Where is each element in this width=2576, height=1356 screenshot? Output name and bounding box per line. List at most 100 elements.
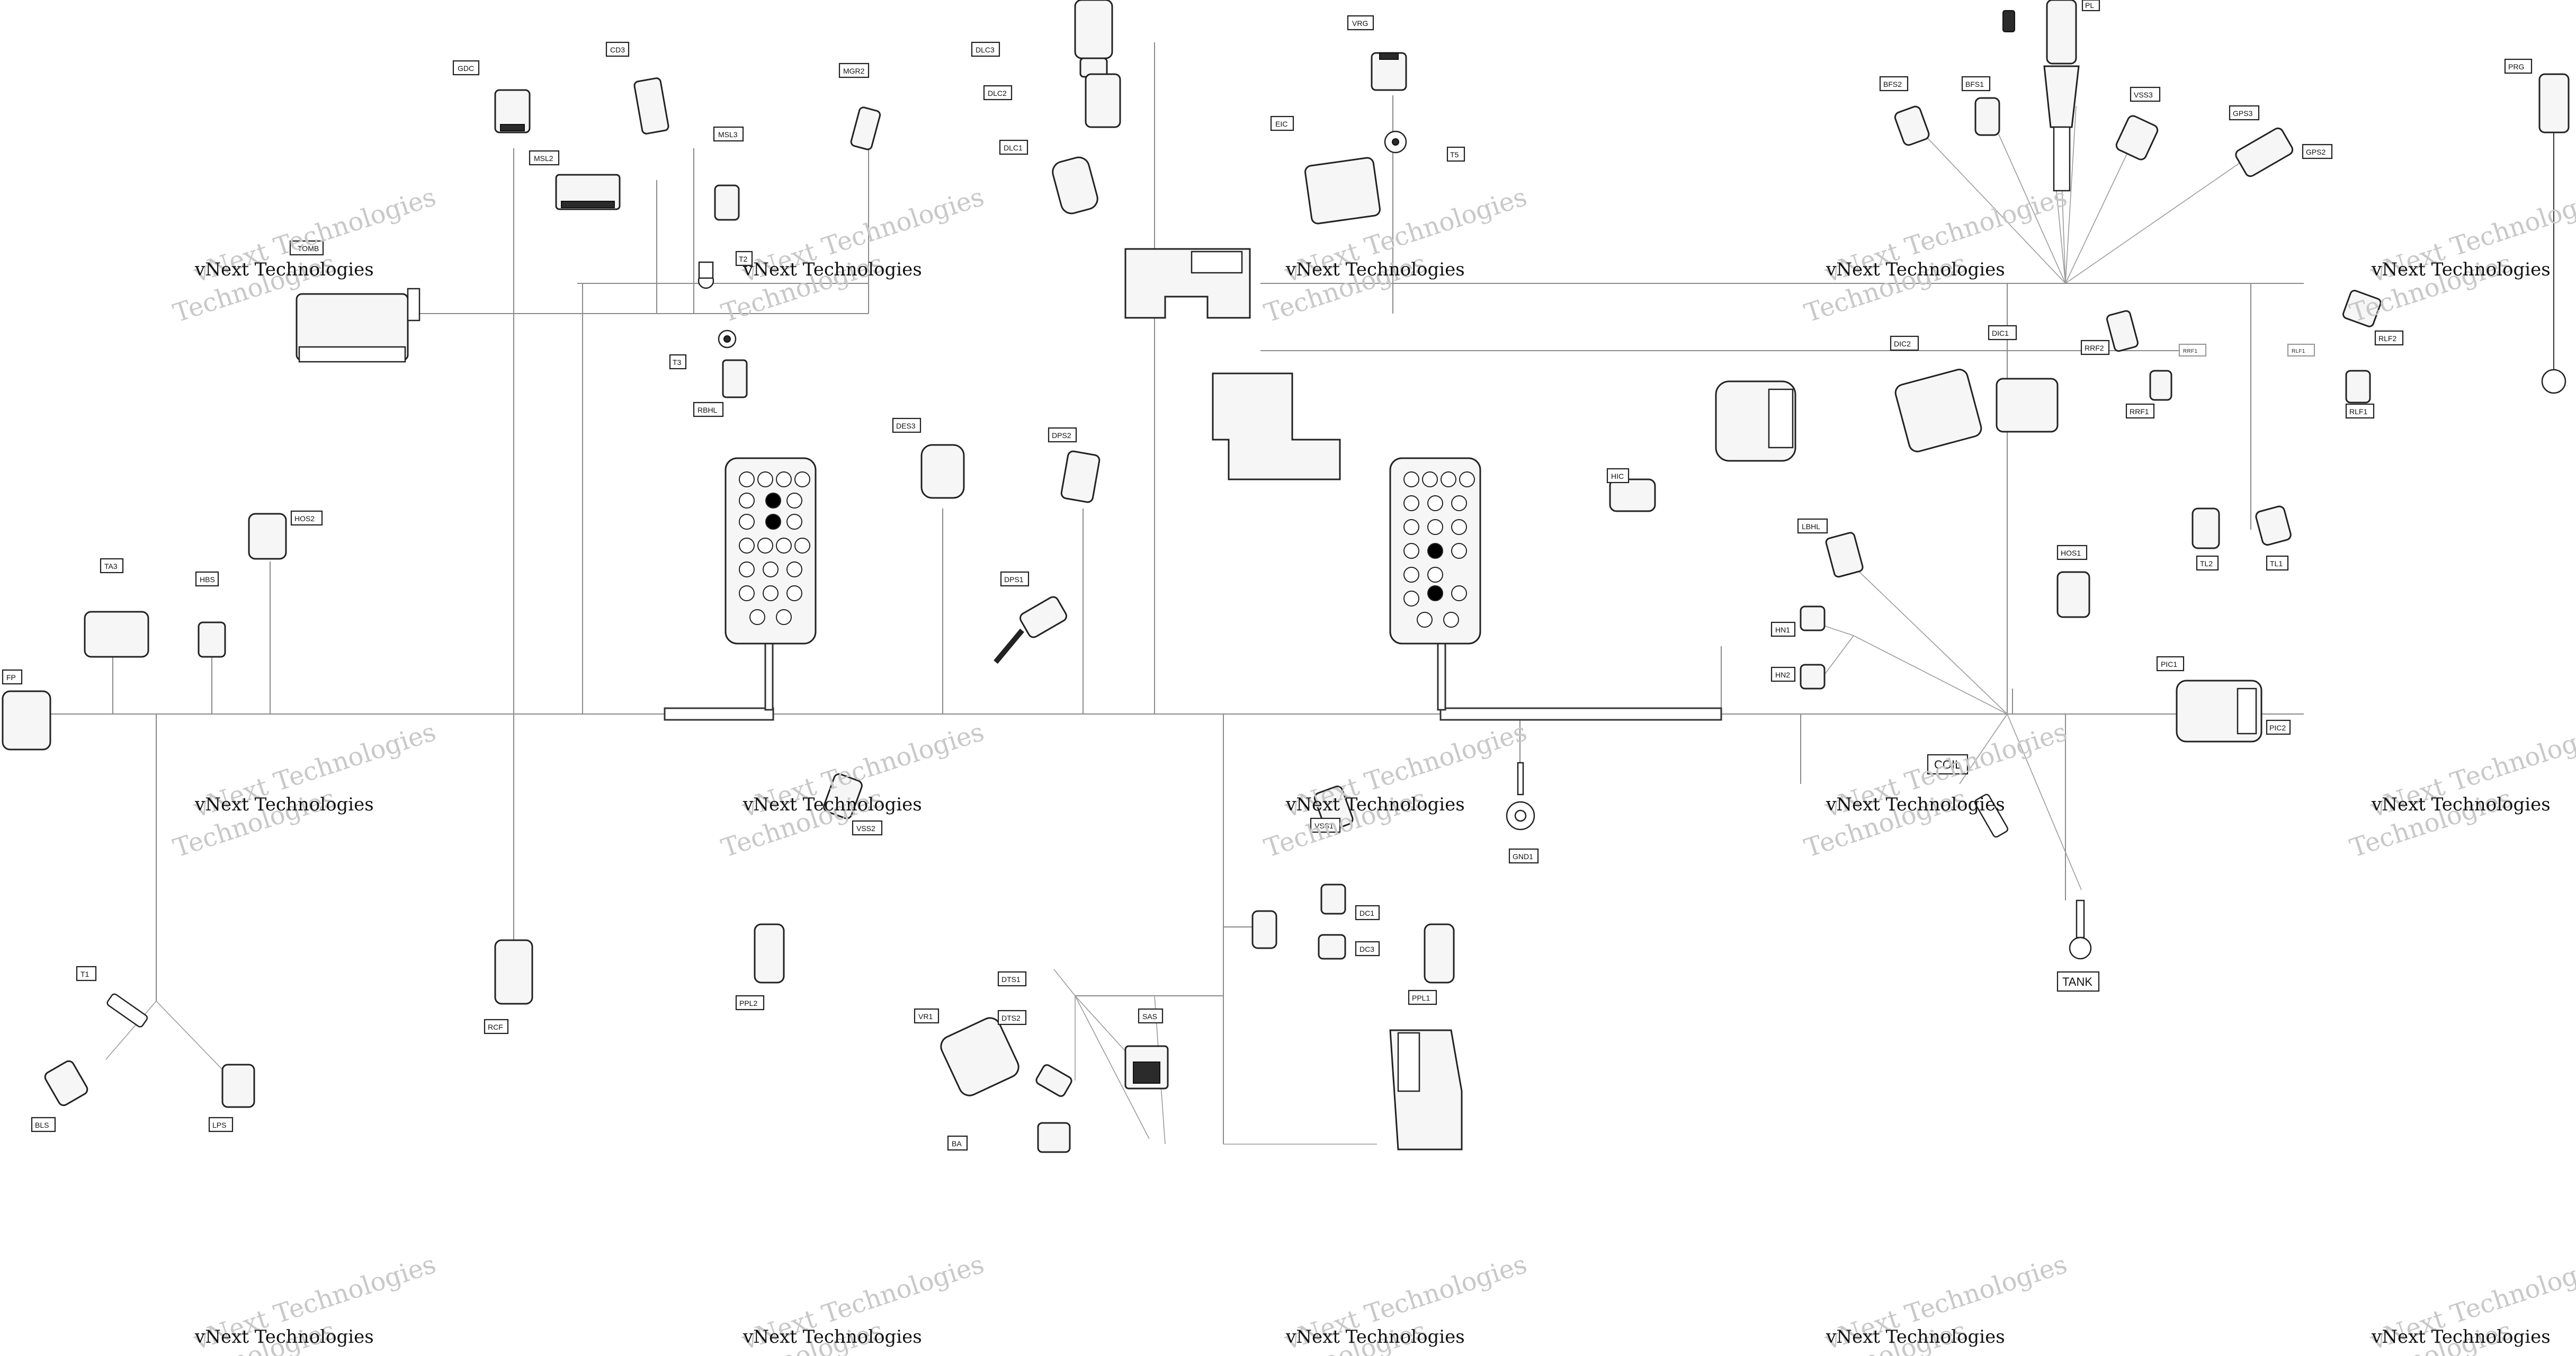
ppl1-connector [1424,923,1455,984]
tag-gps2: GPS2 [2306,148,2326,156]
svg-text:vNext Technologies: vNext Technologies [1285,1326,1465,1348]
tag-vss1: VSS1 [1314,822,1334,830]
tag-hn2: HN2 [1775,671,1790,679]
lps-switch [221,1064,255,1108]
bus-right [1439,707,1722,721]
svg-text:vNext Technologies: vNext Technologies [2371,259,2551,280]
rbhl-socket [722,359,748,398]
dc1-connector [1320,884,1346,915]
tag-dlc1: DLC1 [1004,144,1023,152]
tag-rcf: RCF [488,1023,503,1031]
t5-terminal [1384,130,1407,154]
tag-hn1: HN1 [1775,626,1790,634]
pic-connector [2176,680,2262,743]
msl3-connector [714,184,740,221]
tag-rlf1: RLF1 [2349,407,2367,416]
tag-tl1: TL1 [2270,559,2283,568]
svg-text:vNext Technologies: vNext Technologies [1285,259,1465,280]
tag-dc1: DC1 [1359,909,1374,917]
ppl2-connector [754,923,785,984]
wiring-lines [21,42,2304,1145]
ta3-sensor [84,611,149,658]
bfs2-switch [1894,105,1930,146]
ba-connector [1037,1122,1071,1153]
tag-msl2: MSL2 [534,154,553,163]
hos2-sensor [248,513,287,560]
ecu-right-cavities [1403,471,1475,628]
tag-pic1: PIC1 [2161,660,2177,668]
tag-pl: PL [2085,1,2094,10]
tag-lps: LPS [212,1121,226,1129]
relay-bracket-top [1124,248,1251,319]
mgr2-connector [850,106,881,150]
harness-bus-bars [664,640,1722,721]
fp-connector [2,690,51,751]
watermark: Technologies vNext Technologies vNext Te… [2346,717,2576,863]
vr1-regulator [940,1017,1019,1096]
lbhl-socket [1825,532,1864,578]
t3-terminal [718,329,737,349]
watermark: Technologies vNext Technologies vNext Te… [1801,1250,2070,1356]
svg-text:vNext Technologies: vNext Technologies [194,259,374,280]
tag-rbhl: RBHL [697,406,718,414]
watermark: Technologies vNext Technologies vNext Te… [718,1250,987,1356]
tag-dts2: DTS2 [1001,1014,1021,1022]
ecu-left-cavities [739,471,810,625]
dic1-connector [1996,378,2059,433]
tag-tombs: TOMB [298,244,319,253]
tag-msl3: MSL3 [718,130,738,139]
tag-vrg: VRG [1352,19,1368,28]
svg-text:vNext Technologies: vNext Technologies [1826,259,2005,280]
tag-hbs: HBS [200,575,215,584]
hos1-sensor [2056,571,2090,618]
tag-hic: HIC [1611,472,1624,480]
watermark: Technologies vNext Technologies vNext Te… [1801,717,2070,863]
tag-rlf2: RLF2 [2378,334,2396,343]
tag-rrf1: RRF1 [2130,407,2149,416]
tag-ta3: TA3 [104,562,118,570]
tag-mgr2: MGR2 [843,67,865,75]
tag-coil: COIL [1934,758,1961,771]
dic2-connector [1894,369,1982,452]
dps1-sensor [994,596,1067,664]
tag-dps2: DPS2 [1052,431,1071,440]
diode-sensor [1251,910,1277,949]
svg-text:vNext Technologies: vNext Technologies [1826,1326,2005,1348]
tag-bls: BLS [35,1121,49,1129]
hbs-switch [198,621,226,658]
tag-ppl2: PPL2 [739,999,757,1007]
tag-dts1: DTS1 [1001,975,1021,984]
tag-tl2: TL2 [2200,559,2213,568]
tag-dlc2: DLC2 [988,89,1007,97]
vrg-sensor [1371,52,1407,91]
watermark: Technologies vNext Technologies vNext Te… [718,182,987,328]
tag-fp: FP [6,673,16,682]
tag-lbhl: LBHL [1802,522,1820,531]
tag-prg: PRG [2508,63,2524,71]
dlc3-connector [1074,0,1113,78]
tag-rrf2: RRF2 [2085,344,2104,352]
tag-dlc3: DLC3 [976,46,995,54]
svg-text:vNext Technologies: vNext Technologies [743,259,922,280]
watermark: Technologies vNext Technologies vNext Te… [169,717,439,863]
svg-text:vNext Technologies: vNext Technologies [2371,1326,2551,1348]
tag-vss2: VSS2 [856,824,875,833]
bls-switch [44,1060,88,1107]
pl-probe [2002,0,2080,192]
tag-tank: TANK [2062,975,2092,988]
bus-left [664,707,774,721]
coil-terminal [1974,793,2009,838]
tag-ppl1: PPL1 [1412,994,1430,1002]
dc3-connector [1318,934,1346,960]
watermark: Technologies vNext Technologies vNext Te… [1801,182,2070,328]
tag-sas: SAS [1142,1012,1157,1021]
cd3-connector [633,77,669,135]
components [2,0,2570,1153]
watermark: Technologies vNext Technologies vNext Te… [1260,1250,1530,1356]
svg-text:vNext Technologies: vNext Technologies [743,794,922,815]
watermark: Technologies vNext Technologies vNext Te… [1260,182,1530,328]
tl1-lamp [2255,505,2292,546]
wire-tag-rlf: RLF1 [2292,349,2305,354]
prg-probe [2538,73,2570,394]
throttle-module [1715,380,1796,462]
